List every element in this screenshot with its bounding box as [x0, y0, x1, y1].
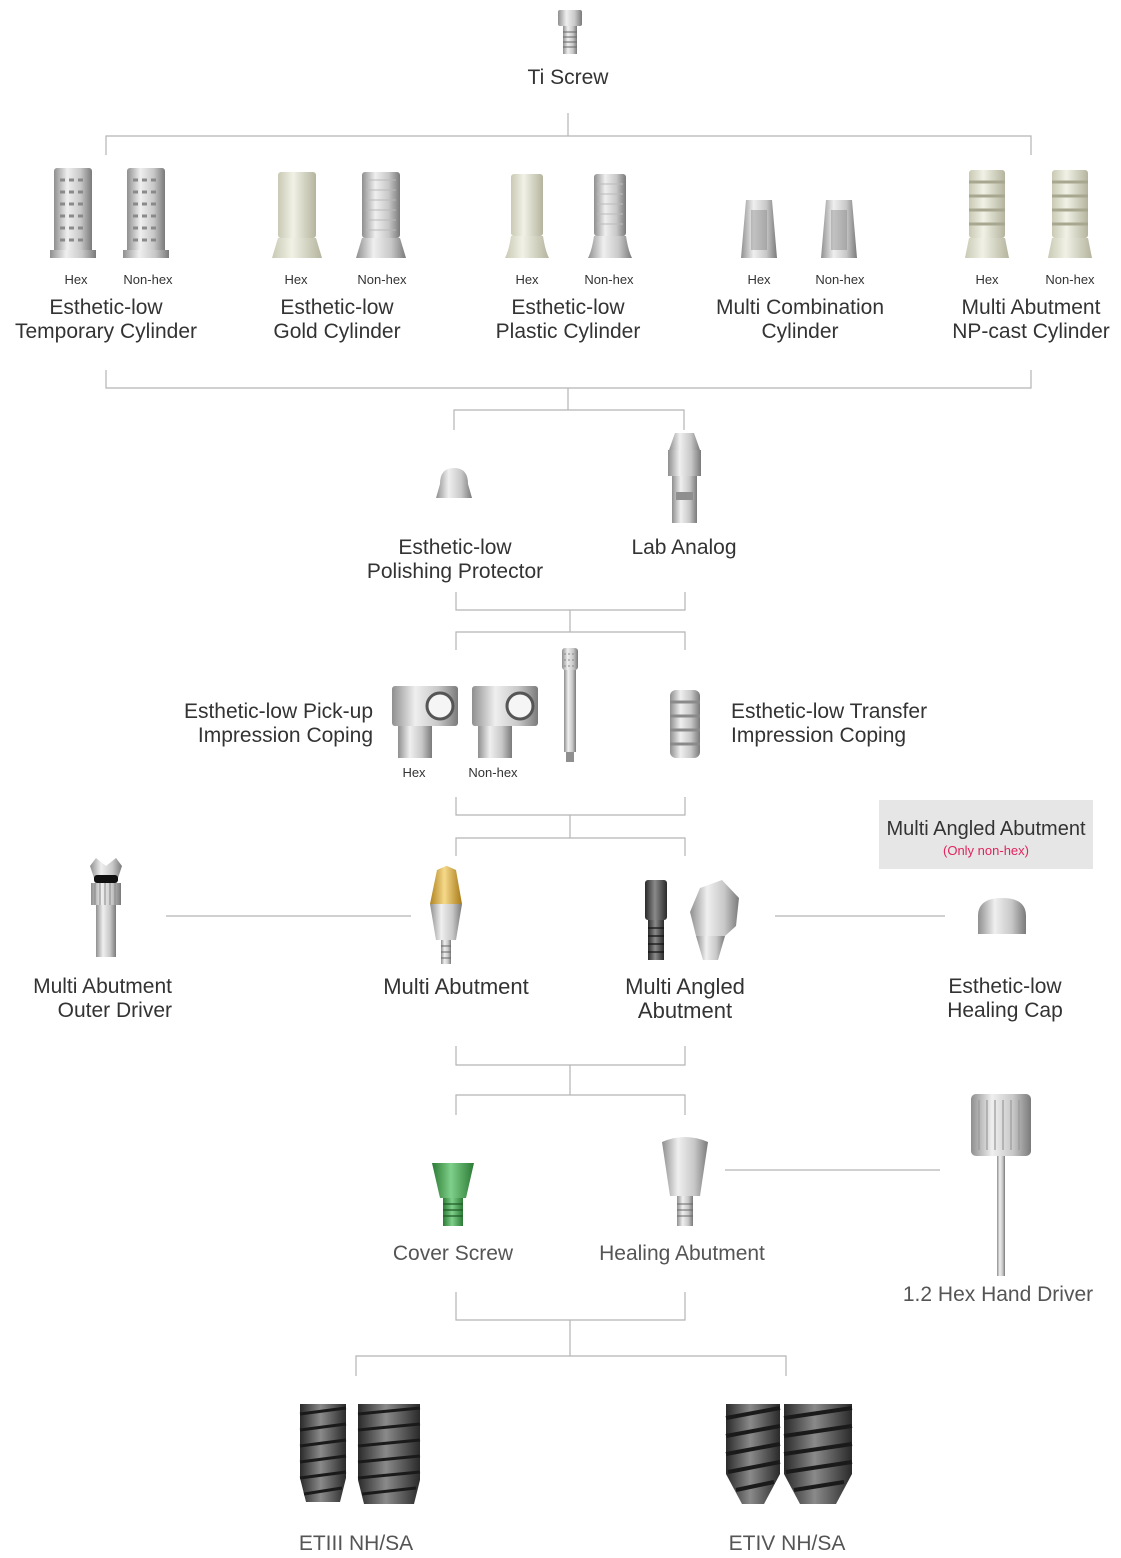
angled-abutment-note: Multi Angled Abutment (Only non-hex) [879, 800, 1093, 869]
healing-cap-icon [978, 898, 1026, 934]
plastic-cylinder-hex-icon [505, 174, 549, 258]
cover-screw-icon [432, 1163, 474, 1226]
plastic-cylinder-nonhex-icon [588, 174, 632, 258]
cylinder-hex-label: Hex [64, 272, 88, 287]
multi-abutment-label: Multi Abutment [383, 974, 529, 999]
pickup-coping-nonhex-icon [472, 686, 538, 758]
multi-combination-cylinder-nonhex-icon [821, 200, 857, 258]
pickup-nonhex-label: Non-hex [468, 765, 518, 780]
cylinder-nonhex-label: Non-hex [1045, 272, 1095, 287]
cylinder-nonhex-label: Non-hex [584, 272, 634, 287]
cylinder-nonhex-label: Non-hex [123, 272, 173, 287]
hand-driver-icon [971, 1094, 1031, 1276]
temporary-cylinder-hex-icon [50, 168, 96, 258]
multi-angled-screw-icon [645, 880, 667, 960]
pickup-hex-label: Hex [402, 765, 426, 780]
polishing-protector-icon [436, 468, 472, 498]
multi-abutment-icon [430, 866, 462, 964]
multi-angled-abutment-icon [690, 880, 739, 960]
gold-cylinder-hex-icon [272, 172, 322, 258]
pickup-coping-hex-icon [392, 686, 458, 758]
transfer-coping-icon [670, 690, 700, 758]
guide-pin-icon [562, 648, 578, 762]
cylinder-hex-label: Hex [747, 272, 771, 287]
lab-analog-label: Lab Analog [631, 536, 737, 559]
cylinder-nonhex-label: Non-hex [357, 272, 407, 287]
ti-screw-icon [558, 10, 582, 54]
hand-driver-label: 1.2 Hex Hand Driver [902, 1283, 1094, 1306]
implant-etiv-label: ETIV NH/SA [728, 1532, 846, 1555]
connector-lines [105, 113, 1032, 1376]
np-cast-cylinder-nonhex-icon [1048, 170, 1092, 258]
cylinder-hex-label: Hex [284, 272, 308, 287]
implant-etiii-icon [299, 1404, 421, 1504]
cover-screw-label: Cover Screw [392, 1242, 514, 1265]
lab-analog-icon [668, 433, 701, 523]
ti-screw-label: Ti Screw [527, 66, 609, 89]
gold-cylinder-nonhex-icon [356, 172, 406, 258]
note-subtitle: (Only non-hex) [943, 843, 1029, 858]
cylinder-nonhex-label: Non-hex [815, 272, 865, 287]
np-cast-cylinder-hex-icon [965, 170, 1009, 258]
note-title: Multi Angled Abutment [886, 818, 1086, 840]
healing-abutment-label: Healing Abutment [599, 1242, 765, 1265]
outer-driver-icon [90, 858, 122, 957]
implant-etiii-label: ETIII NH/SA [298, 1532, 414, 1555]
cylinder-hex-label: Hex [975, 272, 999, 287]
temporary-cylinder-nonhex-icon [123, 168, 169, 258]
cylinder-hex-label: Hex [515, 272, 539, 287]
multi-combination-cylinder-hex-icon [741, 200, 777, 258]
implant-etiv-icon [725, 1404, 853, 1504]
healing-abutment-icon [662, 1137, 708, 1226]
